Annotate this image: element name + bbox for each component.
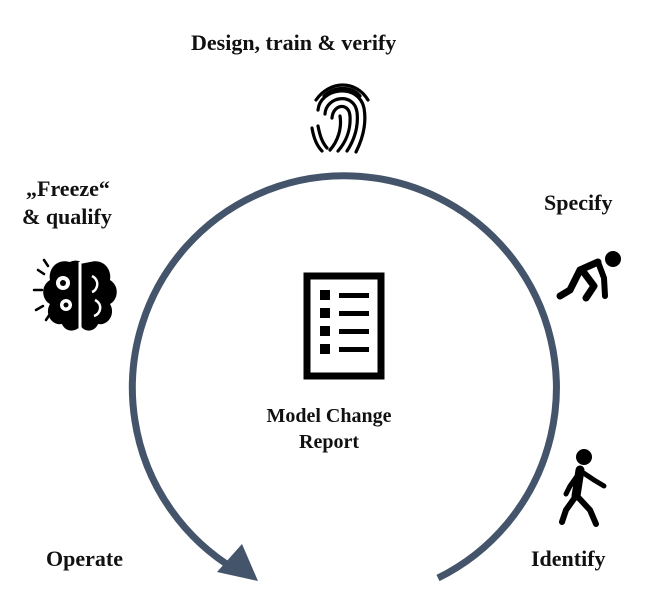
stage-label-freeze: „Freeze“ xyxy=(26,176,110,201)
stage-label-specify: Specify xyxy=(544,190,613,215)
center-label-line2: Report xyxy=(299,431,359,453)
cycle-arc xyxy=(128,172,560,582)
cycle-arrowhead xyxy=(217,544,258,581)
checklist-document-icon xyxy=(303,272,385,380)
fingerprint-icon xyxy=(310,83,370,154)
stage-label-design: Design, train & verify xyxy=(191,30,397,55)
center-report-label: Model Change Report xyxy=(240,403,418,455)
runner-start-icon xyxy=(556,251,621,302)
stage-label-identify: Identify xyxy=(531,546,606,571)
walking-person-icon xyxy=(559,449,607,527)
stage-label-qualify: & qualify xyxy=(22,204,112,229)
center-label-line1: Model Change xyxy=(266,405,392,427)
brain-gears-icon xyxy=(32,258,117,331)
stage-label-operate: Operate xyxy=(46,546,123,571)
